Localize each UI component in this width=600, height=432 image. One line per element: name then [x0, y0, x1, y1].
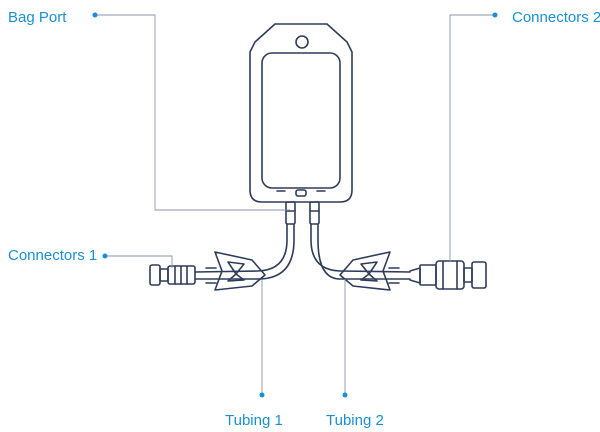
leader-connectors-1	[105, 255, 173, 268]
label-bag-port: Bag Port	[8, 9, 67, 26]
tubing-right	[310, 223, 411, 280]
bag-label-slot	[295, 189, 307, 197]
leader-bag-port	[95, 14, 290, 211]
label-connectors-1: Connectors 1	[8, 247, 98, 264]
bag-hanger-hole	[295, 35, 309, 49]
clamp-right	[339, 251, 400, 291]
bag-inner-outline	[261, 52, 341, 189]
label-tubing-2: Tubing 2	[326, 412, 384, 429]
leader-lines	[95, 14, 495, 395]
label-tubing-1: Tubing 1	[225, 412, 283, 429]
bag-ports	[285, 201, 320, 225]
connector-right	[409, 260, 487, 290]
clamp-left	[205, 251, 266, 291]
label-connectors-2: Connectors 2	[512, 9, 600, 26]
leader-connectors-2	[449, 14, 495, 262]
leader-dots	[92, 12, 498, 398]
connector-left	[149, 264, 196, 286]
bag-outer-outline	[249, 23, 353, 203]
bag	[249, 23, 353, 203]
tubing-left	[194, 223, 295, 280]
